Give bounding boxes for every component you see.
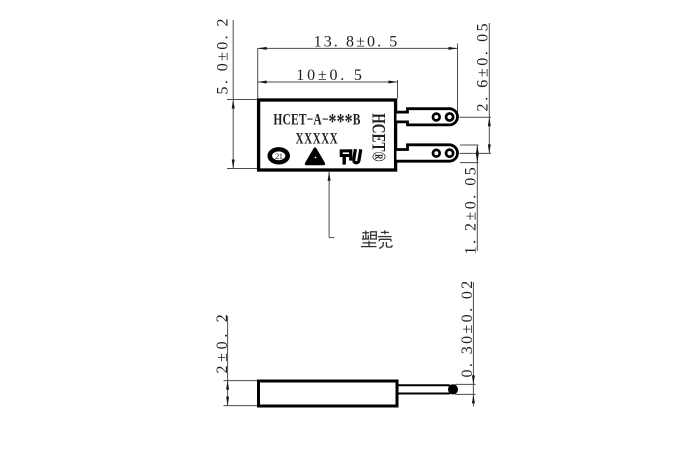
svg-text:2. 6±0. 05: 2. 6±0. 05 xyxy=(475,21,492,112)
svg-text:21: 21 xyxy=(275,151,283,161)
svg-text:0. 30±0. 02: 0. 30±0. 02 xyxy=(459,278,476,377)
svg-text:13. 8±0. 5: 13. 8±0. 5 xyxy=(314,33,400,50)
svg-text:5. 0±0. 2: 5. 0±0. 2 xyxy=(215,16,232,94)
svg-text:HCET®: HCET® xyxy=(368,113,390,161)
svg-text:1. 2±0. 05: 1. 2±0. 05 xyxy=(463,165,480,255)
svg-text:XXXXX: XXXXX xyxy=(296,129,339,147)
svg-text:2±0. 2: 2±0. 2 xyxy=(214,311,231,374)
svg-text:10±0. 5: 10±0. 5 xyxy=(296,67,364,84)
